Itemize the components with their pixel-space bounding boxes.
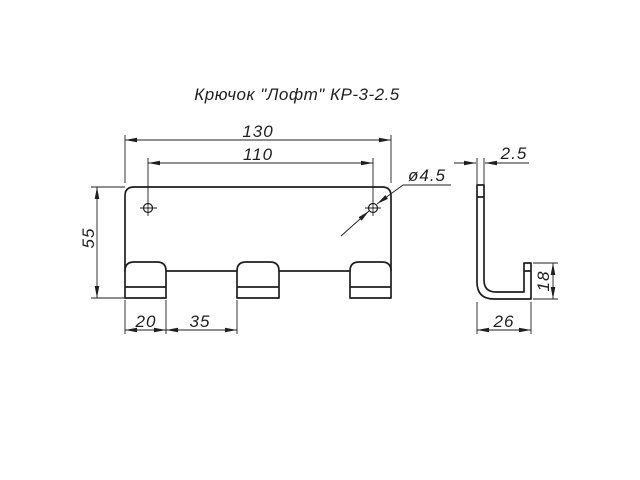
hook-profile <box>476 184 532 300</box>
profile-tangent-lines <box>477 196 531 272</box>
dim-2-5-extension-lines <box>476 158 485 185</box>
dimension-hook-gap: 35 <box>166 300 238 334</box>
side-view: 2.5 26 18 <box>454 144 558 334</box>
front-view: 130 110 55 20 <box>79 122 451 334</box>
plate-outline <box>124 186 392 299</box>
dim-2-5-label: 2.5 <box>500 144 528 163</box>
dimension-hole-spacing: 110 <box>147 145 374 201</box>
callout-leader-lower <box>340 210 370 237</box>
hook-bend-arcs <box>124 261 392 272</box>
dimension-overall-height: 55 <box>79 186 125 299</box>
dimension-overall-width: 130 <box>124 122 392 183</box>
hole-diameter-callout: ø4.5 <box>340 166 451 237</box>
dim-55-label: 55 <box>79 228 98 249</box>
callout-leader-upper <box>376 184 404 205</box>
dimension-thickness: 2.5 <box>454 144 529 185</box>
dim-18-label: 18 <box>534 271 553 292</box>
dim-130-label: 130 <box>242 122 273 141</box>
dim-110-extension-lines <box>147 158 374 201</box>
dim-26-label: 26 <box>493 312 515 331</box>
dimension-lip-height: 18 <box>533 262 558 300</box>
dimension-depth: 26 <box>476 302 532 334</box>
dimension-hook-width: 20 <box>124 300 167 334</box>
dim-130-extension-lines <box>124 135 392 183</box>
drawing-title: Крючок "Лофт" КР-3-2.5 <box>194 85 400 104</box>
hole-diameter-label: ø4.5 <box>408 166 446 185</box>
dim-35-label: 35 <box>190 312 211 331</box>
hole-center-marks <box>140 200 381 216</box>
dim-110-label: 110 <box>243 145 273 164</box>
dim-20-label: 20 <box>135 312 157 331</box>
